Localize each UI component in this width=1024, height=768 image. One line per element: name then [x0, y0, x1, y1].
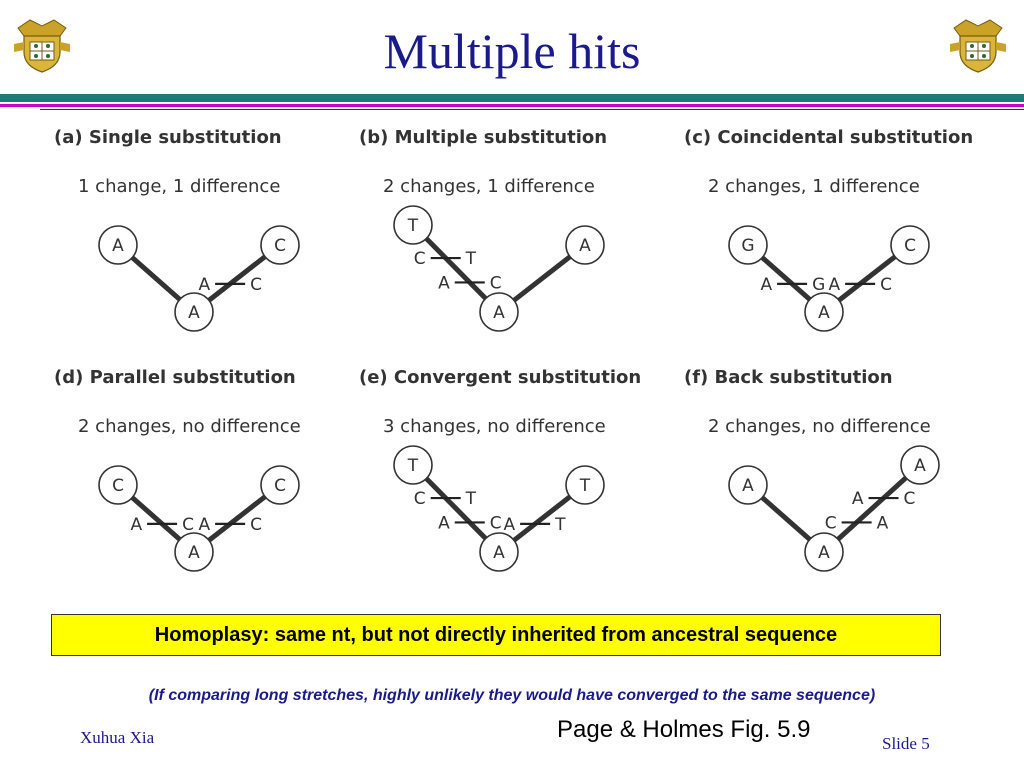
substitution-from: A	[438, 273, 450, 293]
right-leaf-node	[260, 465, 300, 505]
university-crest-icon	[950, 19, 1006, 73]
substitution-to: C	[250, 515, 262, 535]
root-node-label: A	[818, 543, 830, 563]
substitution-from: A	[198, 515, 210, 535]
right-leaf-node	[900, 445, 940, 485]
root-node	[174, 292, 214, 332]
substitution-to: T	[465, 489, 477, 509]
right-leaf-node-label: C	[274, 236, 286, 256]
left-branch	[410, 222, 502, 315]
substitution-types-figure: (a) Single substitution 1 change, 1 diffe…	[54, 127, 973, 572]
panel-subtitle: 2 changes, 1 difference	[383, 176, 595, 197]
substitution-to: A	[877, 513, 889, 533]
panel-subtitle: 2 changes, no difference	[78, 416, 301, 437]
substitution-to: T	[465, 249, 477, 269]
right-leaf-node	[565, 225, 605, 265]
panel-title: (f) Back substitution	[684, 367, 893, 388]
panel-title: (e) Convergent substitution	[359, 367, 641, 388]
left-leaf-node	[98, 225, 138, 265]
substitution-to: C	[182, 515, 194, 535]
substitution-from: A	[828, 275, 840, 295]
right-leaf-node	[260, 225, 300, 265]
substitution-from: A	[503, 515, 515, 535]
substitution-to: C	[250, 275, 262, 295]
substitution-from: A	[198, 275, 210, 295]
substitution-to: C	[490, 513, 502, 533]
substitution-from: A	[760, 275, 772, 295]
root-node-label: A	[818, 303, 830, 323]
right-branch	[821, 462, 923, 555]
root-node	[804, 292, 844, 332]
university-crest-icon	[14, 19, 70, 73]
slide-number: Slide 5	[882, 734, 930, 753]
title-rule-teal	[0, 94, 1024, 102]
panel-title: (b) Multiple substitution	[359, 127, 607, 148]
panel-title: (d) Parallel substitution	[54, 367, 296, 388]
substitution-from: C	[825, 513, 837, 533]
right-leaf-node-label: C	[904, 236, 916, 256]
left-leaf-node	[98, 465, 138, 505]
root-node-label: A	[493, 303, 505, 323]
panel-subtitle: 2 changes, no difference	[708, 416, 931, 437]
substitution-to: C	[904, 489, 916, 509]
substitution-from: A	[852, 489, 864, 509]
root-node	[174, 532, 214, 572]
substitution-from: C	[414, 249, 426, 269]
slide-title: Multiple hits	[383, 23, 641, 79]
panel-title: (a) Single substitution	[54, 127, 282, 148]
root-node-label: A	[188, 543, 200, 563]
panel-subtitle: 1 change, 1 difference	[78, 176, 280, 197]
right-leaf-node-label: A	[914, 456, 926, 476]
author-name: Xuhua Xia	[80, 728, 155, 747]
root-node	[804, 532, 844, 572]
left-leaf-node-label: A	[112, 236, 124, 256]
right-leaf-node-label: T	[579, 476, 591, 496]
left-leaf-node	[393, 445, 433, 485]
left-leaf-node-label: A	[742, 476, 754, 496]
substitution-to: C	[880, 275, 892, 295]
substitution-to: C	[490, 273, 502, 293]
left-leaf-node-label: G	[741, 236, 754, 256]
convergence-note: (If comparing long stretches, highly unl…	[148, 687, 876, 704]
left-leaf-node-label: T	[407, 456, 419, 476]
panel-title: (c) Coincidental substitution	[684, 127, 973, 148]
title-rule-magenta	[0, 104, 1024, 107]
root-node-label: A	[493, 543, 505, 563]
left-leaf-node-label: T	[407, 216, 419, 236]
substitution-from: A	[130, 515, 142, 535]
left-leaf-node	[393, 205, 433, 245]
figure-top-border	[40, 109, 1024, 110]
root-node	[479, 292, 519, 332]
substitution-to: T	[554, 515, 566, 535]
figure-citation: Page & Holmes Fig. 5.9	[557, 716, 811, 743]
left-branch	[410, 462, 502, 555]
root-node-label: A	[188, 303, 200, 323]
substitution-to: G	[812, 275, 825, 295]
substitution-from: C	[414, 489, 426, 509]
substitution-from: A	[438, 513, 450, 533]
left-leaf-node	[728, 465, 768, 505]
left-leaf-node	[728, 225, 768, 265]
right-leaf-node-label: A	[579, 236, 591, 256]
panel-subtitle: 2 changes, 1 difference	[708, 176, 920, 197]
panel-subtitle: 3 changes, no difference	[383, 416, 606, 437]
right-leaf-node	[565, 465, 605, 505]
left-leaf-node-label: C	[112, 476, 124, 496]
right-leaf-node-label: C	[274, 476, 286, 496]
right-leaf-node	[890, 225, 930, 265]
root-node	[479, 532, 519, 572]
homoplasy-definition: Homoplasy: same nt, but not directly inh…	[51, 614, 941, 656]
